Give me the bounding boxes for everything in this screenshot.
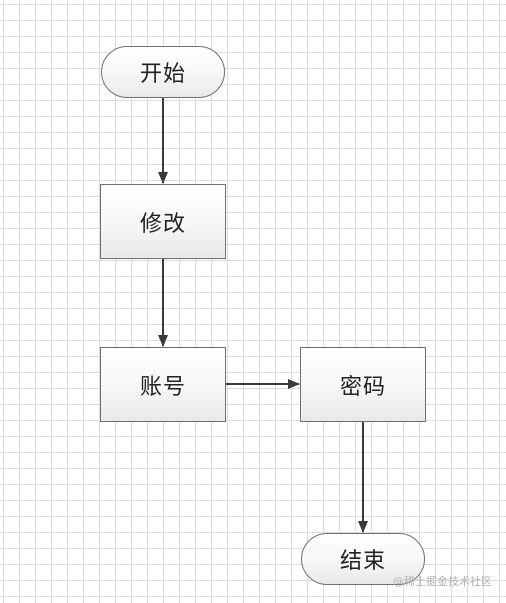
- end-node-label: 结束: [339, 549, 386, 574]
- watermark: @稀土掘金技术社区: [393, 575, 492, 588]
- start-node[interactable]: 开始: [101, 46, 225, 98]
- end-node[interactable]: 结束: [301, 533, 425, 585]
- modify-node[interactable]: 修改: [100, 184, 226, 259]
- account-node[interactable]: 账号: [100, 347, 226, 422]
- modify-node-label: 修改: [139, 211, 186, 237]
- start-node-label: 开始: [139, 62, 186, 87]
- password-node-label: 密码: [339, 374, 386, 400]
- password-node[interactable]: 密码: [300, 347, 426, 422]
- account-node-label: 账号: [139, 374, 186, 400]
